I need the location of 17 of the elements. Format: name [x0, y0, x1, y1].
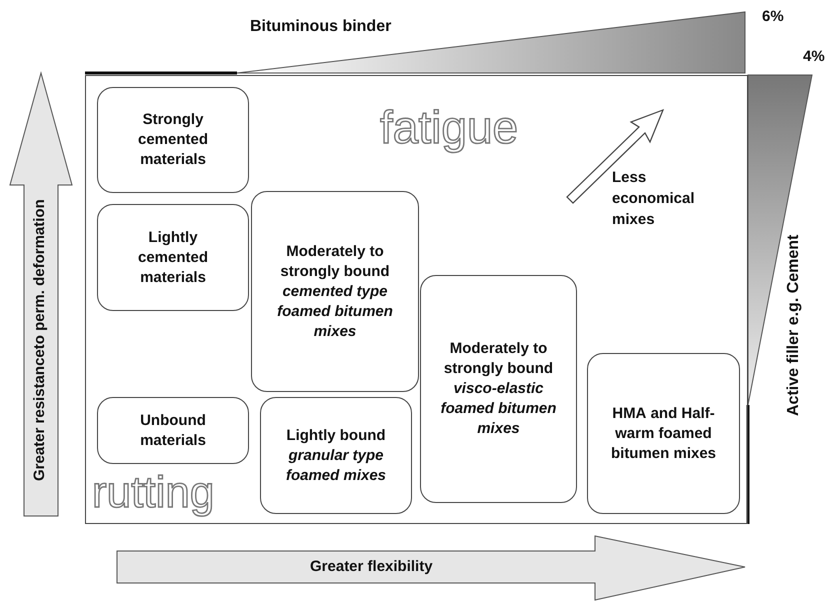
axis-label: Active filler e.g. Cement — [785, 233, 803, 418]
axis-label: Greater flexibility — [310, 558, 433, 575]
material-box: Lightly bound granular type foamed mixes — [260, 397, 412, 514]
material-box: HMA and Half-warm foamed bitumen mixes — [587, 353, 740, 514]
material-box: Lightly cemented materials — [97, 204, 249, 311]
material-box: Moderately to strongly bound cemented type foamed bitumen mixes — [251, 191, 419, 392]
chart-frame — [85, 75, 748, 524]
material-box: Unbound materials — [97, 397, 249, 464]
percent-label: 6% — [762, 8, 784, 25]
material-box: Strongly cemented materials — [97, 87, 249, 193]
note-text: Less economical mixes — [612, 168, 696, 230]
material-box: Moderately to strongly bound visco-elastic foamed bitumen mixes — [420, 275, 577, 503]
axis-label: Bituminous binder — [250, 18, 392, 36]
region-label: fatigue — [380, 100, 518, 154]
axis-label: Greater resistanceto perm. deformation — [31, 198, 48, 483]
region-label: rutting — [92, 470, 214, 516]
percent-label: 4% — [803, 48, 825, 65]
